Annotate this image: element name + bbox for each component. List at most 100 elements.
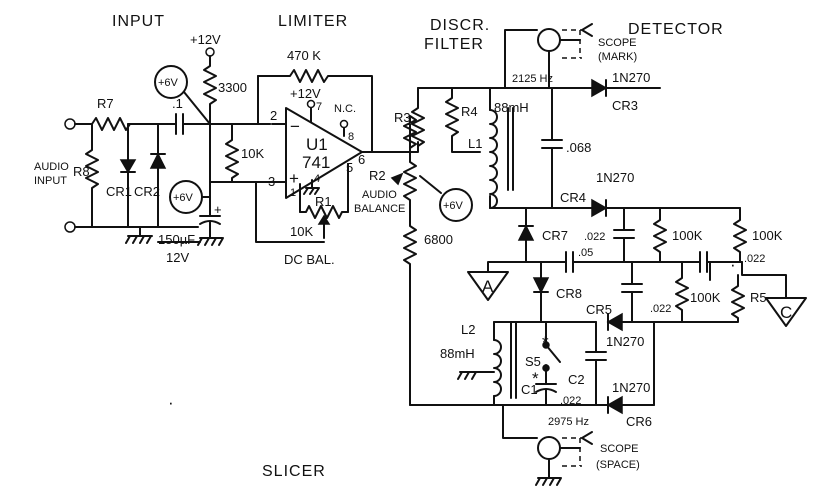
label-plus6v-3: +6V bbox=[443, 200, 464, 212]
label-pin6: 6 bbox=[358, 152, 365, 167]
resistor-r3 bbox=[411, 87, 425, 147]
label-2125hz: 2125 Hz bbox=[512, 73, 553, 85]
resistor-100k-a bbox=[653, 207, 667, 263]
label-022-d: .022 bbox=[560, 395, 581, 407]
label-pin1: 1 bbox=[290, 187, 296, 199]
label-pin3: 3 bbox=[268, 174, 275, 189]
opamp-u1-741 bbox=[285, 107, 363, 199]
resistor-100k-c bbox=[675, 261, 689, 323]
label-l2: L2 bbox=[461, 322, 475, 337]
label-audio-input-1: AUDIO bbox=[34, 161, 69, 173]
switch-s5 bbox=[545, 321, 561, 385]
label-pin8: 8 bbox=[348, 131, 354, 143]
input-stage bbox=[64, 113, 271, 244]
label-cr8: CR8 bbox=[556, 286, 582, 301]
header-limiter: LIMITER bbox=[278, 13, 348, 30]
label-741: 741 bbox=[302, 153, 330, 172]
opamp-pin8-terminal bbox=[339, 119, 349, 129]
label-audio-balance-1: AUDIO bbox=[362, 189, 397, 201]
label-r7: R7 bbox=[97, 96, 114, 111]
label-c2: C2 bbox=[568, 372, 585, 387]
header-input: INPUT bbox=[112, 13, 165, 30]
ground-symbol-l2 bbox=[457, 371, 481, 380]
label-022-b: .022 bbox=[744, 253, 765, 265]
diode-cr3 bbox=[591, 78, 608, 98]
label-cr5: CR5 bbox=[586, 302, 612, 317]
label-plus6v-1: +6V bbox=[158, 77, 179, 89]
label-pin5: 5 bbox=[346, 160, 353, 175]
label-05: .05 bbox=[578, 247, 593, 259]
ground-symbol-cap bbox=[197, 237, 224, 246]
label-1n270-a: 1N270 bbox=[612, 70, 650, 85]
label-stray-dot-2: · bbox=[730, 255, 736, 274]
label-scope-mark-1: SCOPE bbox=[598, 37, 637, 49]
label-l1-value: 88mH bbox=[494, 100, 529, 115]
label-asterisk-1: * bbox=[542, 333, 549, 352]
label-pin4: 4 bbox=[314, 173, 320, 185]
label-stray-dot-1: · bbox=[168, 393, 174, 412]
resistor-r7 bbox=[91, 117, 131, 131]
label-r5: R5 bbox=[750, 290, 767, 305]
supply-filter bbox=[157, 47, 224, 246]
label-audio-input-2: INPUT bbox=[34, 175, 67, 187]
label-scope-mark-2: (MARK) bbox=[598, 51, 637, 63]
inductor-l1 bbox=[489, 109, 498, 209]
supply-plus6v-left bbox=[154, 65, 188, 99]
supply-terminal-12v bbox=[205, 47, 215, 57]
scope-space-jack bbox=[537, 436, 561, 460]
label-minus: − bbox=[290, 117, 300, 136]
label-10k-input: 10K bbox=[241, 146, 264, 161]
capacitor-05 bbox=[565, 251, 701, 273]
label-asterisk-2: * bbox=[532, 369, 539, 388]
resistor-3300 bbox=[203, 55, 217, 125]
section-headers: INPUT LIMITER DISCR. FILTER DETECTOR SLI… bbox=[112, 13, 723, 480]
detector-stage bbox=[467, 78, 807, 406]
resistor-100k-b bbox=[733, 207, 747, 263]
header-filter: FILTER bbox=[424, 36, 484, 53]
supply-plus6v-balance bbox=[439, 188, 473, 222]
label-470k: 470 K bbox=[287, 48, 321, 63]
capacitor-input-01 bbox=[167, 113, 271, 135]
resistor-r5 bbox=[609, 274, 745, 323]
label-r3: R3 bbox=[394, 110, 411, 125]
label-plus12v-a: +12V bbox=[190, 32, 221, 47]
label-scope-space-2: (SPACE) bbox=[596, 459, 640, 471]
label-c1: C1 bbox=[521, 382, 538, 397]
label-audio-balance-2: BALANCE bbox=[354, 203, 405, 215]
ground-symbol-scope-space bbox=[535, 458, 562, 486]
label-plus: + bbox=[289, 169, 299, 188]
potentiometer-r2 bbox=[403, 151, 417, 219]
diode-cr8 bbox=[532, 277, 550, 294]
label-pin7: 7 bbox=[316, 101, 322, 113]
resistor-10k-input bbox=[225, 123, 239, 183]
limiter-stage bbox=[209, 69, 411, 243]
opamp-pin7-terminal bbox=[306, 99, 316, 109]
label-1n270-d: 1N270 bbox=[612, 380, 650, 395]
label-6800: 6800 bbox=[424, 232, 453, 247]
label-dc-bal: DC BAL. bbox=[284, 252, 335, 267]
resistor-r4 bbox=[445, 87, 481, 153]
label-100k-c: 100K bbox=[690, 290, 721, 305]
resistor-470k-feedback bbox=[257, 69, 373, 153]
label-pin2: 2 bbox=[270, 108, 277, 123]
slicer-stage bbox=[457, 321, 655, 486]
inductor-l2 bbox=[493, 339, 502, 397]
label-022-a: .022 bbox=[584, 231, 605, 243]
capacitor-068 bbox=[541, 87, 563, 209]
label-r8: R8 bbox=[73, 164, 90, 179]
input-terminal-bottom bbox=[64, 221, 76, 233]
resistor-6800 bbox=[403, 217, 417, 406]
label-cap-in: .1 bbox=[172, 96, 183, 111]
header-discr: DISCR. bbox=[430, 17, 490, 34]
diode-cr7 bbox=[517, 224, 535, 241]
scope-mark-jack bbox=[537, 28, 561, 52]
potentiometer-r1 bbox=[299, 205, 349, 219]
label-10k-r1: 10K bbox=[290, 224, 313, 239]
label-l2-value: 88mH bbox=[440, 346, 475, 361]
label-cr7: CR7 bbox=[542, 228, 568, 243]
label-cr3: CR3 bbox=[612, 98, 638, 113]
resistor-r8 bbox=[85, 123, 99, 228]
label-cr4: CR4 bbox=[560, 190, 586, 205]
